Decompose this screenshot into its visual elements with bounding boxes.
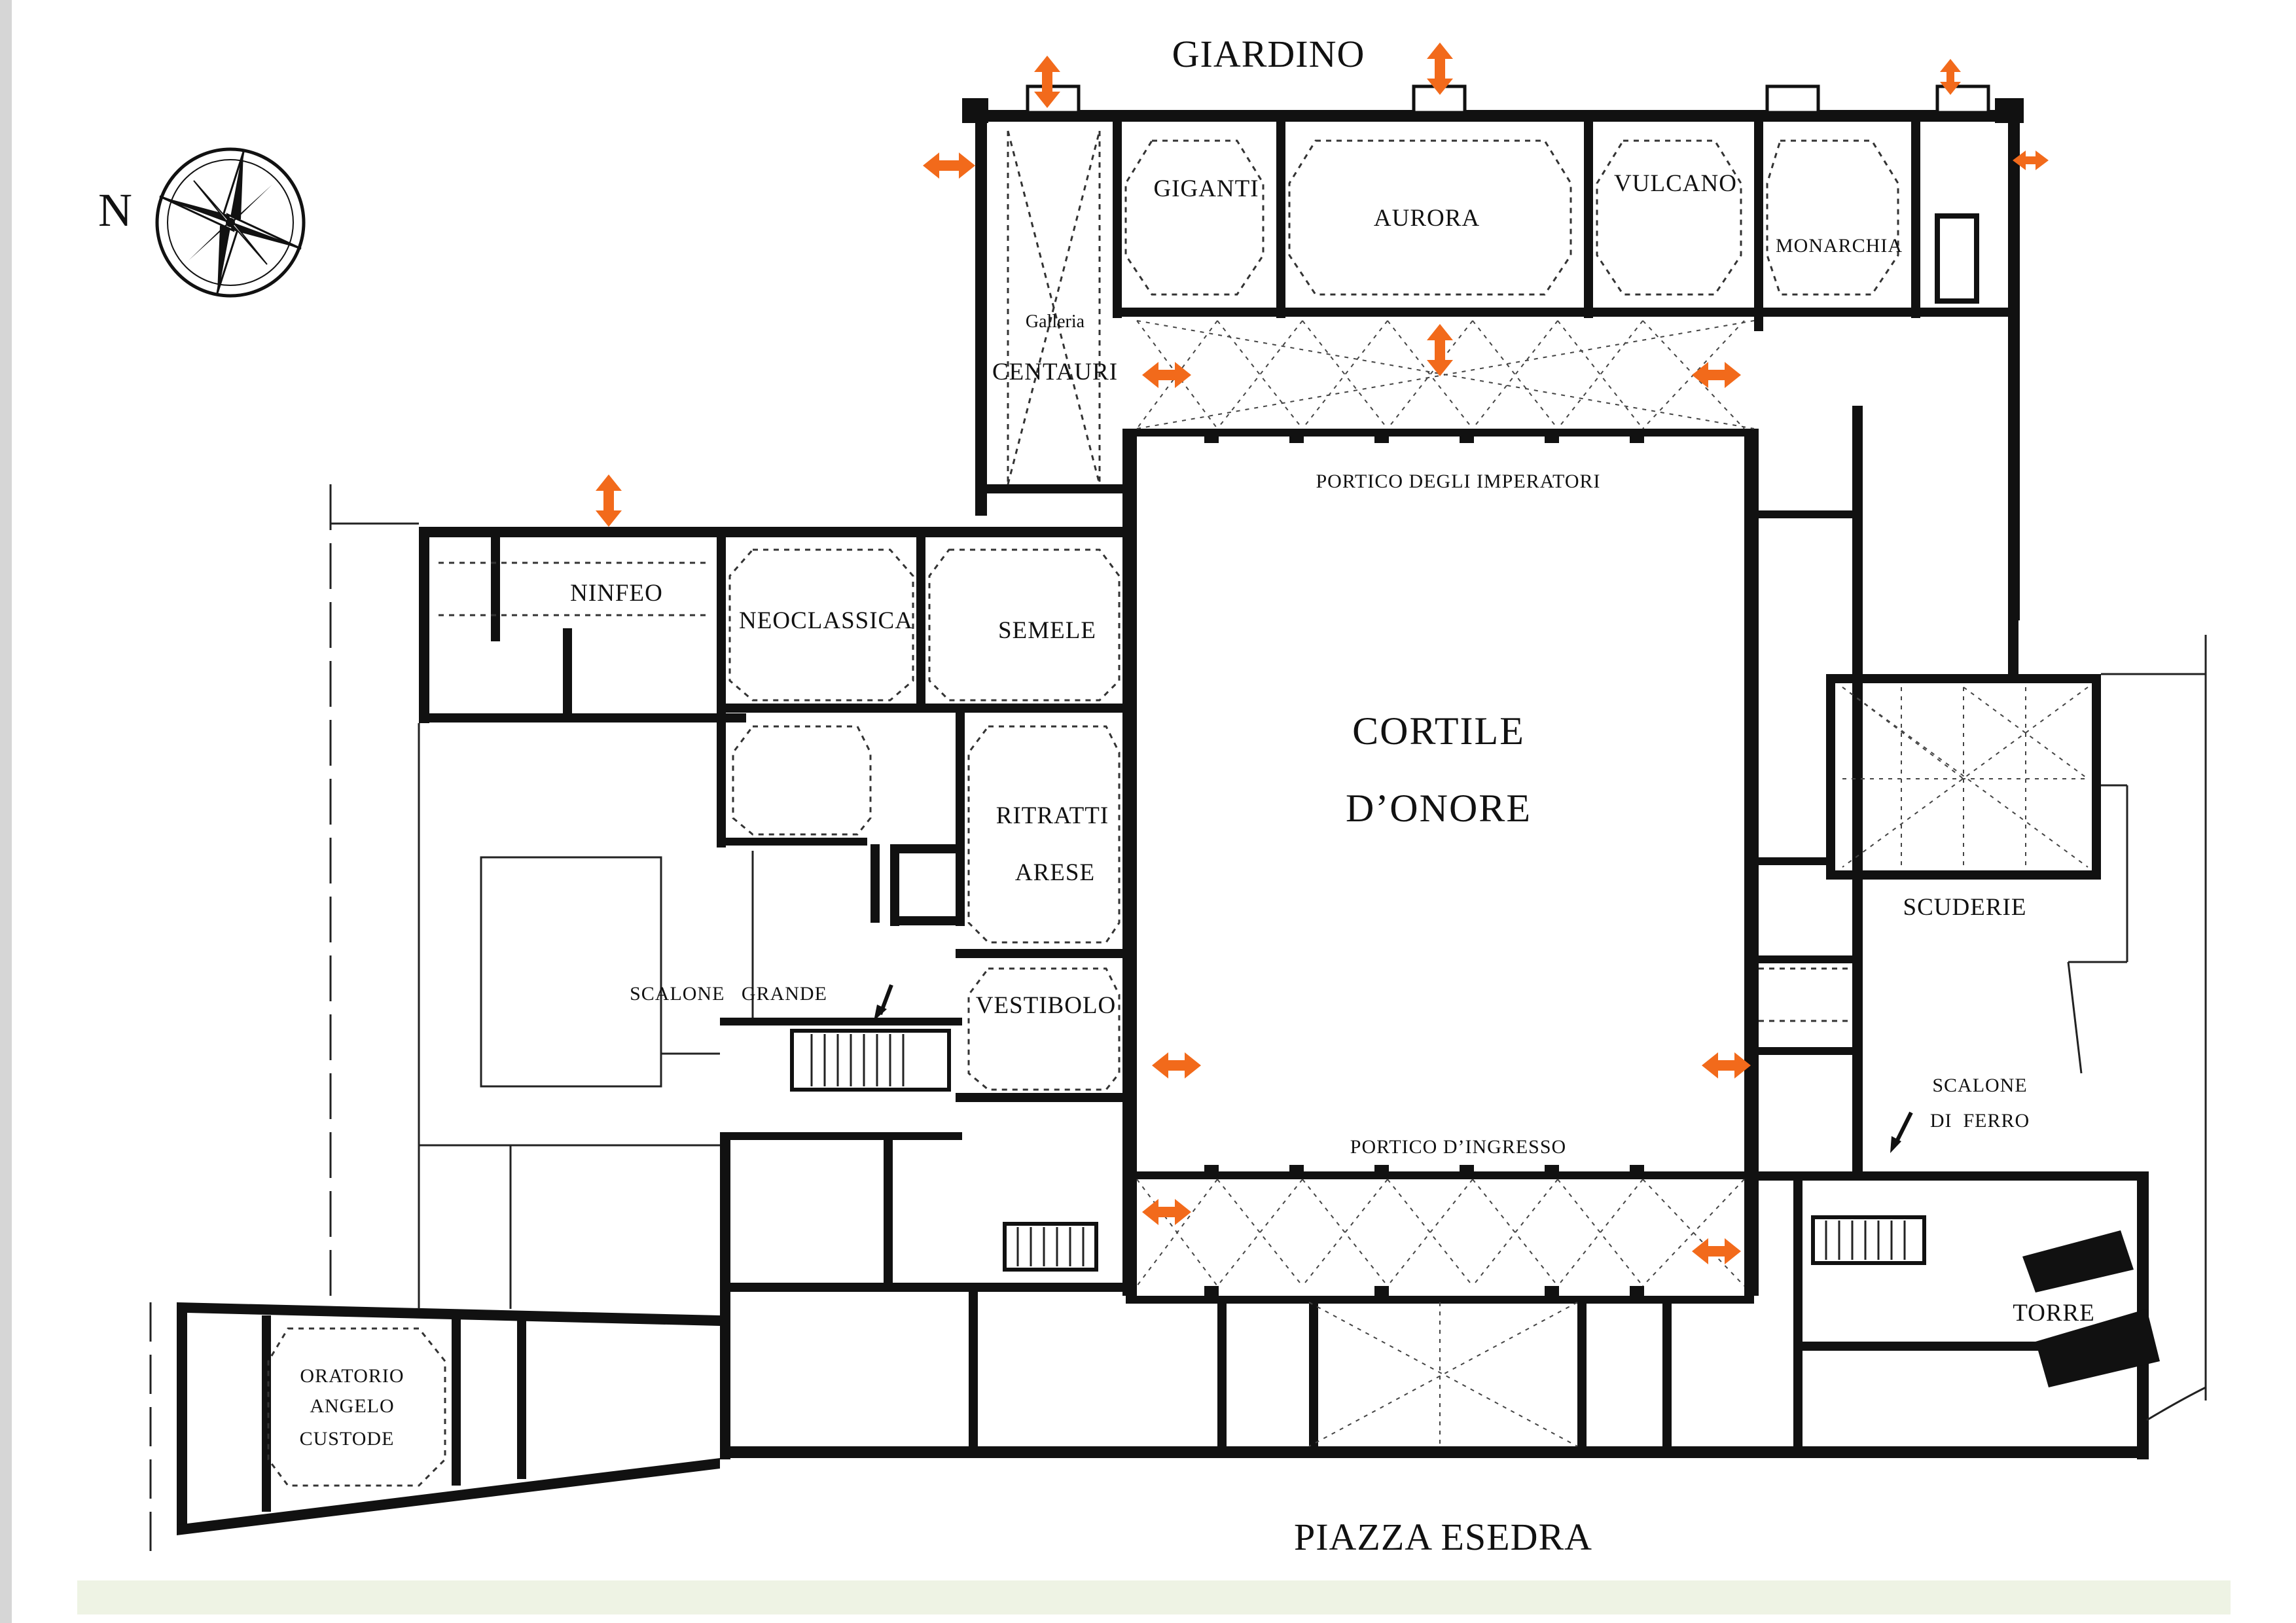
vault-patterns <box>267 130 2089 1487</box>
compass-north-letter: N <box>98 184 132 236</box>
label-vestibolo: VESTIBOLO <box>976 992 1117 1019</box>
arrow-horizontal-7 <box>1142 1199 1191 1225</box>
access-arrows <box>596 43 2049 1264</box>
label-torre: TORRE <box>2013 1300 2095 1327</box>
label-portico-ingresso: PORTICO D’INGRESSO <box>1350 1136 1566 1158</box>
arrow-horizontal-8 <box>1692 1238 1741 1264</box>
scalone-ferro-steps <box>1825 1221 1906 1260</box>
arrow-vertical-4 <box>1427 324 1453 376</box>
plan-labels: GIARDINO PIAZZA ESEDRA CORTILE D’ONORE P… <box>300 33 2095 1558</box>
arrow-vertical-1 <box>1034 56 1060 108</box>
label-scuderie: SCUDERIE <box>1903 894 2027 921</box>
label-oratorio: ORATORIO <box>300 1365 404 1387</box>
interior-walls <box>491 122 2160 1449</box>
label-arese: ARESE <box>1015 859 1095 886</box>
arrow-horizontal-4 <box>1692 362 1741 388</box>
label-portico-imperatori: PORTICO DEGLI IMPERATORI <box>1316 471 1601 492</box>
footer-band <box>77 1580 2231 1614</box>
label-ritratti: RITRATTI <box>996 802 1109 829</box>
arrow-vertical-2 <box>1427 43 1453 95</box>
compass-rose: N <box>98 147 306 298</box>
label-giganti: GIGANTI <box>1153 175 1259 202</box>
label-scalone-ferro-1: SCALONE <box>1932 1075 2027 1096</box>
label-donore: D’ONORE <box>1346 787 1532 830</box>
outer-walls <box>177 84 2149 1535</box>
label-centauri: CENTAURI <box>992 359 1118 385</box>
label-angelo: ANGELO <box>310 1395 394 1417</box>
portico-imperatori-piers <box>1204 429 1644 443</box>
label-neoclassica: NEOCLASSICA <box>739 607 913 634</box>
label-scalone-grande: SCALONE GRANDE <box>630 983 827 1005</box>
arrow-vertical-3 <box>1940 59 1961 95</box>
arrow-horizontal-2 <box>2013 151 2049 170</box>
stair-pointer-arrows <box>874 984 1913 1153</box>
label-vulcano: VULCANO <box>1614 170 1737 197</box>
label-monarchia: MONARCHIA <box>1776 235 1903 257</box>
arrow-horizontal-6 <box>1702 1052 1751 1079</box>
south-stair-steps <box>1016 1227 1085 1266</box>
label-scalone-ferro-2: DI FERRO <box>1930 1110 2030 1132</box>
arrow-horizontal-5 <box>1152 1052 1201 1079</box>
arrow-horizontal-3 <box>1142 362 1191 388</box>
site-outlines <box>149 484 2207 1551</box>
scalone-grande-steps <box>810 1034 905 1086</box>
label-aurora: AURORA <box>1374 205 1480 232</box>
label-ninfeo: NINFEO <box>570 580 663 607</box>
arrow-horizontal-1 <box>923 152 975 179</box>
arrow-vertical-5 <box>596 474 622 527</box>
label-piazza-esedra: PIAZZA ESEDRA <box>1294 1516 1592 1558</box>
label-semele: SEMELE <box>998 617 1096 644</box>
label-cortile: CORTILE <box>1352 709 1525 753</box>
label-custode: CUSTODE <box>300 1428 395 1450</box>
label-giardino: GIARDINO <box>1172 33 1365 75</box>
label-galleria: Galleria <box>1026 312 1085 332</box>
page-left-edge <box>0 0 12 1623</box>
